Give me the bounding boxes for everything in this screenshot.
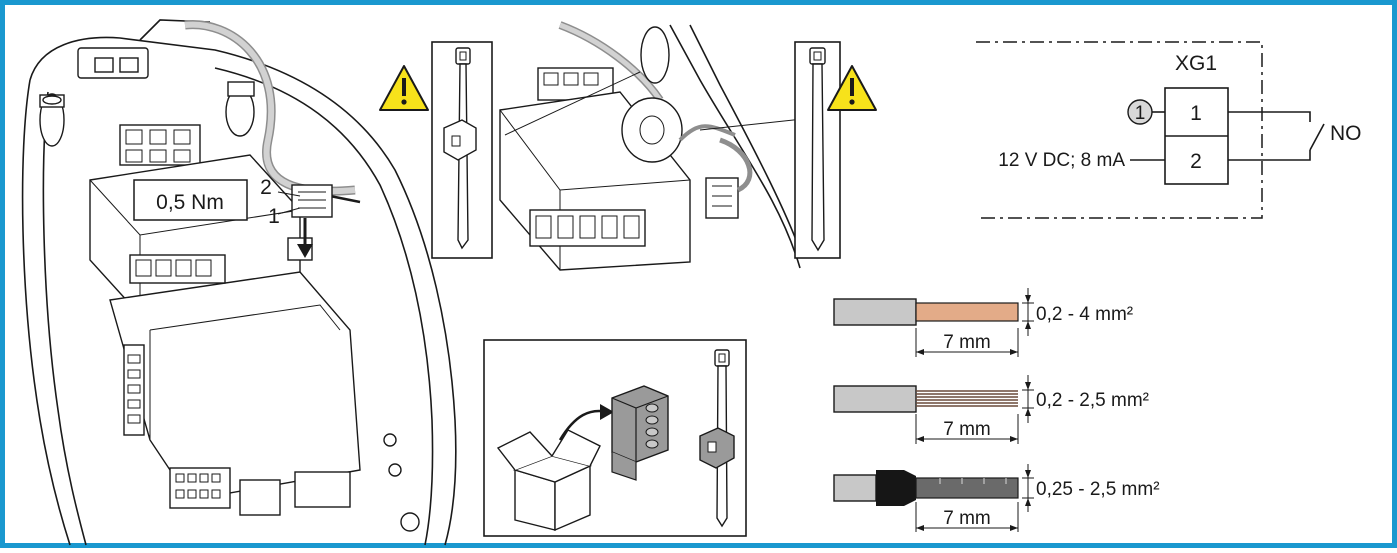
wire-2-cross-section: 0,2 - 2,5 mm² [1036, 390, 1149, 411]
cable-tie-detail [379, 21, 877, 271]
wire-spec-stranded: 7 mm 0,2 - 2,5 mm² [833, 375, 1149, 444]
cable-gland-right [225, 81, 255, 137]
cable-tie-icon [699, 349, 735, 528]
wire-3-cross-section: 0,25 - 2,5 mm² [1036, 479, 1160, 500]
pin-1-label: 1 [268, 205, 280, 228]
cable-tie-icon [809, 47, 826, 252]
supply-label: 12 V DC; 8 mA [998, 150, 1125, 171]
wire-spec-solid: 7 mm 0,2 - 4 mm² [833, 288, 1133, 357]
wire-3-strip-length: 7 mm [943, 508, 991, 529]
wire-spec-ferrule: 7 mm 0,25 - 2,5 mm² [833, 464, 1160, 532]
callout-number: 1 [1135, 103, 1146, 124]
connector-label: XG1 [1175, 52, 1217, 75]
warning-triangle-icon [379, 65, 429, 111]
wire-1-cross-section: 0,2 - 4 mm² [1036, 304, 1133, 325]
contact-label: NO [1330, 122, 1362, 145]
package-box-icon [496, 429, 601, 532]
pin-2-label: 2 [260, 176, 272, 199]
torque-label: 0,5 Nm [156, 191, 224, 214]
torque-callout: 0,5 Nm 2 1 [133, 176, 280, 228]
terminal-plug-icon [611, 385, 669, 481]
terminal-1: 1 [1190, 102, 1202, 125]
wiring-schematic: XG1 1 2 1 12 V DC; 8 mA NO [976, 41, 1362, 219]
no-contact-switch [1309, 123, 1325, 151]
package-contents [483, 339, 747, 537]
warning-triangle-icon [827, 65, 877, 111]
board-closeup [499, 21, 813, 271]
wire-1-strip-length: 7 mm [943, 332, 991, 353]
cable-tie-icon [443, 47, 477, 250]
cable-gland-left [39, 93, 65, 147]
wire-2-strip-length: 7 mm [943, 419, 991, 440]
terminal-2: 2 [1190, 150, 1202, 173]
